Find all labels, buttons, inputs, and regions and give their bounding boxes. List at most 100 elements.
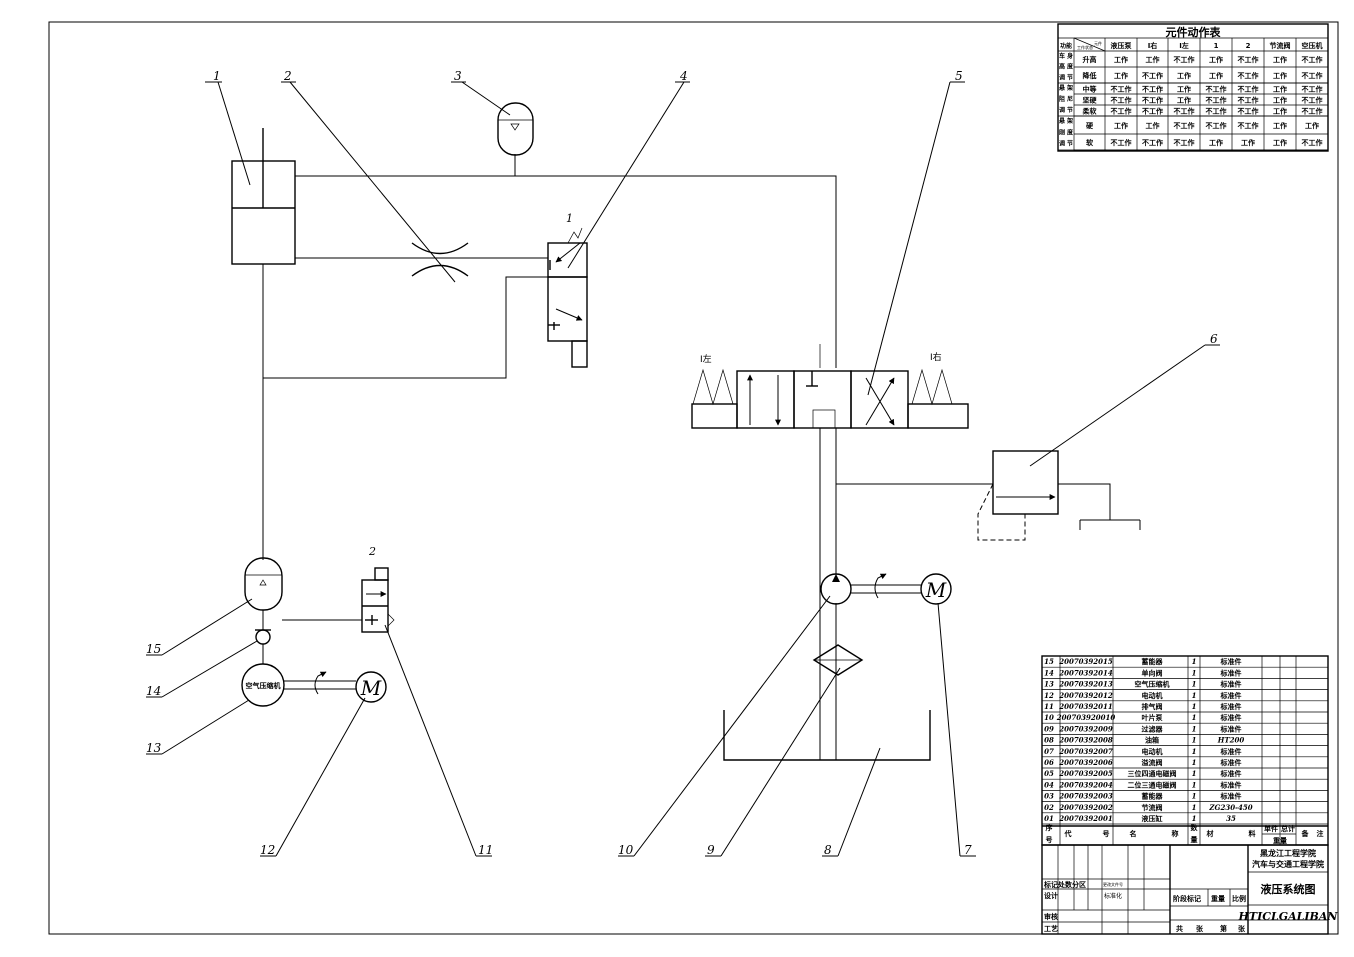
action-table-title: 元件动作表 bbox=[1166, 25, 1222, 39]
part-qty: 1 bbox=[1192, 758, 1197, 767]
callout-10: 10 bbox=[618, 843, 634, 857]
design-label: 设计 bbox=[1044, 891, 1058, 900]
part-code: 20070392014 bbox=[1058, 668, 1113, 677]
action-cell: 不工作 bbox=[1302, 107, 1323, 116]
callout-4: 4 bbox=[679, 69, 688, 83]
callout-5: 5 bbox=[955, 69, 963, 83]
action-cell: 工作 bbox=[1209, 55, 1223, 64]
callout-13: 13 bbox=[146, 741, 162, 755]
callout-15: 15 bbox=[146, 642, 161, 656]
action-cell: 不工作 bbox=[1206, 107, 1227, 116]
action-group-char: 刚 bbox=[1059, 128, 1065, 136]
part-no: 11 bbox=[1044, 702, 1054, 711]
action-cell: 不工作 bbox=[1111, 85, 1132, 94]
callout-14: 14 bbox=[146, 684, 161, 698]
hdr-no-a: 序 bbox=[1045, 823, 1053, 832]
throttle-valve-2 bbox=[411, 242, 469, 277]
action-cell: 工作 bbox=[1273, 55, 1287, 64]
action-row-name: 降低 bbox=[1083, 71, 1097, 80]
part-no: 05 bbox=[1044, 769, 1054, 778]
standardization-label: 标准化 bbox=[1104, 892, 1122, 900]
action-cell: 不工作 bbox=[1206, 96, 1227, 105]
part-name: 电动机 bbox=[1142, 691, 1163, 700]
part-material: 标准件 bbox=[1220, 780, 1242, 789]
action-cell: 工作 bbox=[1273, 71, 1287, 80]
action-cell: 不工作 bbox=[1238, 71, 1259, 80]
action-col-header: I右 bbox=[1148, 41, 1158, 50]
action-cell: 工作 bbox=[1114, 71, 1128, 80]
action-cell: 工作 bbox=[1114, 55, 1128, 64]
action-cell: 工作 bbox=[1114, 121, 1128, 130]
action-cell: 工作 bbox=[1146, 55, 1160, 64]
action-cell: 不工作 bbox=[1142, 85, 1163, 94]
directional-valve-5 bbox=[691, 368, 969, 429]
valve11-number: 2 bbox=[368, 545, 376, 558]
action-group-char: 节 bbox=[1067, 106, 1073, 114]
part-material: 标准件 bbox=[1220, 691, 1242, 700]
part-no: 07 bbox=[1044, 747, 1054, 756]
hdr-code-b: 号 bbox=[1103, 829, 1110, 838]
action-cell: 不工作 bbox=[1302, 55, 1323, 64]
exhaust-valve-11 bbox=[361, 567, 395, 633]
callout-12: 12 bbox=[260, 843, 275, 857]
part-name: 电动机 bbox=[1142, 747, 1163, 756]
action-group-char: 度 bbox=[1067, 63, 1074, 71]
action-cell: 工作 bbox=[1209, 138, 1223, 147]
part-qty: 1 bbox=[1192, 702, 1197, 711]
callout-labels: 1 2 3 4 5 6 15 14 13 12 11 10 9 8 7 1 2 … bbox=[146, 69, 1218, 857]
hdr-qty-b: 量 bbox=[1191, 835, 1198, 844]
part-qty: 1 bbox=[1192, 780, 1197, 789]
accumulator-3 bbox=[497, 102, 534, 156]
action-cell: 不工作 bbox=[1238, 55, 1259, 64]
hdr-mat-b: 料 bbox=[1249, 829, 1256, 838]
action-cell: 工作 bbox=[1273, 138, 1287, 147]
part-code: 20070392012 bbox=[1058, 691, 1113, 700]
action-cell: 不工作 bbox=[1174, 121, 1195, 130]
action-col-header: I左 bbox=[1179, 41, 1189, 50]
part-name: 单向阀 bbox=[1142, 668, 1163, 677]
title-block: 黑龙江工程学院 汽车与交通工程学院 液压系统图 HTICLGALIBAN 标记处… bbox=[1041, 844, 1338, 935]
part-code: 20070392009 bbox=[1058, 724, 1113, 733]
action-cell: 不工作 bbox=[1174, 138, 1195, 147]
part-no: 06 bbox=[1044, 758, 1054, 767]
part-code: 20070392006 bbox=[1058, 758, 1113, 767]
action-group-char: 尼 bbox=[1067, 95, 1073, 103]
callout-3: 3 bbox=[454, 69, 462, 83]
compressor-label: 空气压缩机 bbox=[246, 681, 281, 690]
action-cell: 不工作 bbox=[1174, 107, 1195, 116]
part-qty: 1 bbox=[1192, 814, 1197, 823]
part-code: 20070392008 bbox=[1058, 736, 1113, 745]
part-name: 空气压缩机 bbox=[1135, 680, 1170, 689]
corner-state: 工作状态 bbox=[1077, 44, 1093, 50]
action-col-header: 节流阀 bbox=[1270, 41, 1291, 50]
action-cell: 不工作 bbox=[1302, 96, 1323, 105]
college-name: 汽车与交通工程学院 bbox=[1252, 859, 1324, 869]
total-a: 共 bbox=[1176, 924, 1183, 933]
part-name: 三位四通电磁阀 bbox=[1128, 769, 1177, 778]
part-material: HT200 bbox=[1217, 736, 1245, 745]
part-code: 20070392005 bbox=[1058, 769, 1113, 778]
part-qty: 1 bbox=[1192, 769, 1197, 778]
action-cell: 工作 bbox=[1241, 138, 1255, 147]
part-material: 标准件 bbox=[1220, 769, 1242, 778]
action-row-name: 软 bbox=[1086, 138, 1094, 147]
relief-valve-6 bbox=[977, 450, 1141, 541]
part-no: 12 bbox=[1044, 691, 1054, 700]
part-name: 排气阀 bbox=[1142, 702, 1163, 711]
part-no: 14 bbox=[1044, 668, 1054, 677]
process-label: 工艺 bbox=[1044, 924, 1058, 933]
hdr-name-a: 名 bbox=[1130, 829, 1137, 838]
action-row-name: 中等 bbox=[1083, 85, 1097, 94]
action-row-name: 柔软 bbox=[1083, 107, 1098, 116]
hdr-total: 总计 bbox=[1281, 824, 1295, 833]
action-group-char: 调 bbox=[1059, 73, 1065, 81]
action-group-char: 调 bbox=[1059, 140, 1065, 148]
callout-7: 7 bbox=[964, 843, 972, 857]
part-code: 20070392011 bbox=[1058, 702, 1113, 711]
hdr-mat-a: 材 bbox=[1206, 829, 1214, 838]
part-material: 标准件 bbox=[1220, 702, 1242, 711]
action-group-char: 架 bbox=[1066, 84, 1073, 92]
stage-label: 阶段标记 bbox=[1173, 894, 1201, 903]
callout-6: 6 bbox=[1210, 332, 1218, 346]
